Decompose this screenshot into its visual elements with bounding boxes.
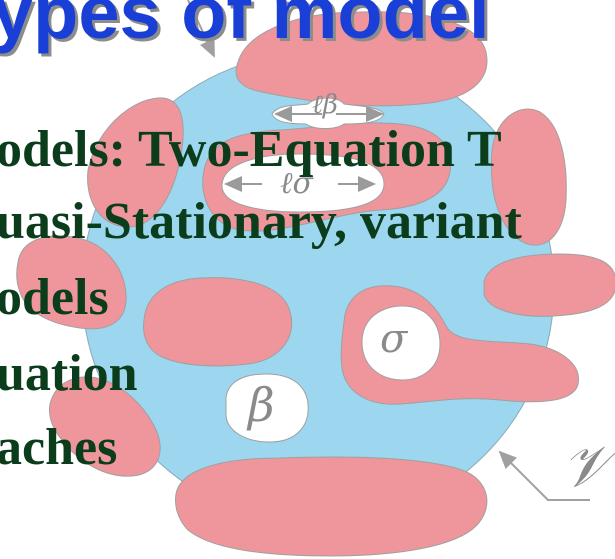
- grain-bottom: [176, 457, 487, 556]
- length-beta-label: ℓβ: [312, 90, 338, 120]
- grain-right-mid: [484, 254, 615, 316]
- bullet-2: uasi-Stationary, variant: [0, 192, 522, 251]
- grain-center: [144, 278, 292, 366]
- slide-title: ypes of model: [0, 0, 490, 55]
- phase-beta-label: β: [248, 378, 275, 432]
- length-sigma-label: ℓσ: [280, 166, 313, 201]
- bullet-4: uation: [0, 344, 138, 403]
- bullet-5: aches: [0, 418, 117, 477]
- bullet-3: odels: [0, 268, 109, 327]
- bullet-1: odels: Two-Equation T: [0, 120, 502, 179]
- phase-sigma-label: σ: [380, 316, 407, 362]
- domain-volume-label: 𝒱: [562, 432, 610, 501]
